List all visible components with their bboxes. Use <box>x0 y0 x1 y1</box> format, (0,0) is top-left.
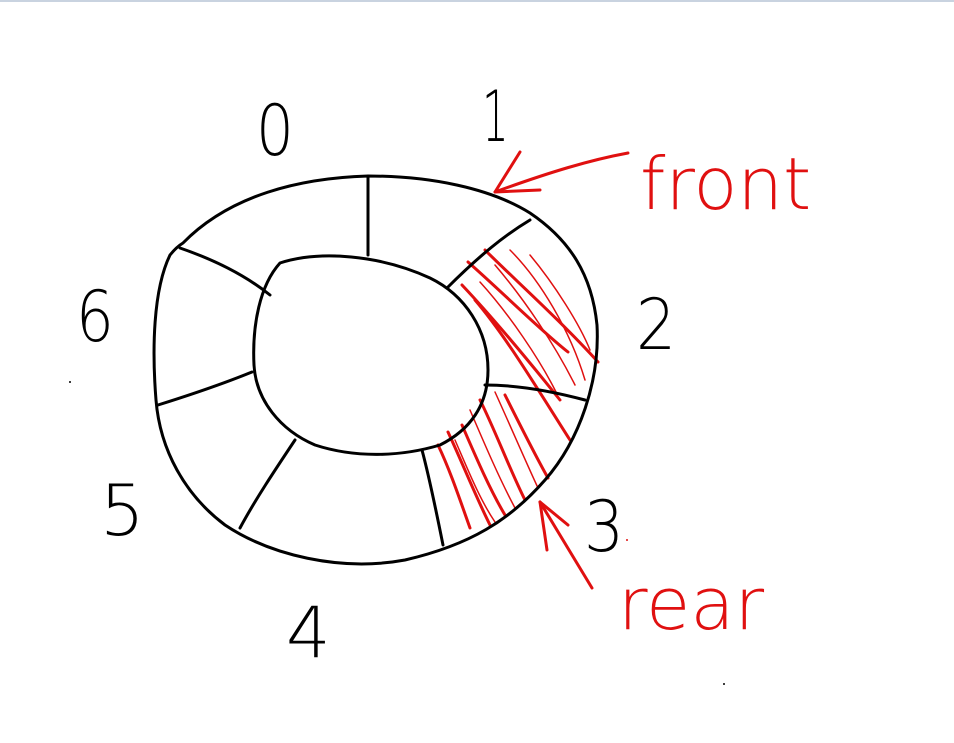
highlight-hatching <box>436 248 600 530</box>
stray-dot <box>723 683 725 685</box>
hatch-stroke <box>460 423 507 517</box>
rear-arrow-head-left <box>538 500 549 552</box>
hatch-stroke <box>466 260 570 354</box>
hatch-stroke <box>460 283 562 402</box>
annotation-arrows <box>493 150 630 590</box>
slot-label-3: 3 <box>584 486 625 568</box>
hatch-stroke <box>454 439 496 523</box>
window-top-border <box>0 0 954 2</box>
divider-6-0 <box>178 246 272 297</box>
rear-label: rear <box>618 562 765 646</box>
hatch-stroke <box>494 264 576 386</box>
hatch-stroke <box>478 398 527 502</box>
hatch-stroke <box>469 409 516 509</box>
stray-dot <box>626 539 628 541</box>
slot-label-4: 4 <box>286 592 331 674</box>
slot-label-5: 5 <box>100 470 145 552</box>
slot-label-2: 2 <box>636 284 677 366</box>
rear-arrow-shaft <box>538 500 594 590</box>
divider-5-6 <box>156 370 254 407</box>
front-label: front <box>640 142 812 226</box>
front-arrow-shaft <box>493 151 630 194</box>
hatch-stroke <box>479 281 557 393</box>
outer-ring <box>152 174 599 566</box>
hatch-stroke <box>436 443 472 530</box>
inner-ring <box>252 254 490 456</box>
slot-label-6: 6 <box>76 276 114 358</box>
slot-label-0: 0 <box>256 90 294 172</box>
front-arrow-head <box>493 150 542 194</box>
ring <box>152 174 599 566</box>
slot-label-1: 1 <box>482 76 509 158</box>
hatch-stroke <box>503 393 550 480</box>
divider-3-4 <box>420 448 445 547</box>
hatch-stroke <box>483 248 600 364</box>
divider-1-2 <box>445 218 532 290</box>
hatch-stroke <box>509 249 586 381</box>
hatch-stroke <box>529 254 591 351</box>
hatch-stroke <box>494 391 539 489</box>
stray-dot <box>69 381 71 383</box>
hatch-stroke <box>473 298 572 442</box>
rear-arrow-head-right <box>538 500 570 527</box>
divider-2-3 <box>483 383 587 402</box>
hatch-stroke <box>446 430 492 527</box>
divider-4-5 <box>238 438 297 530</box>
